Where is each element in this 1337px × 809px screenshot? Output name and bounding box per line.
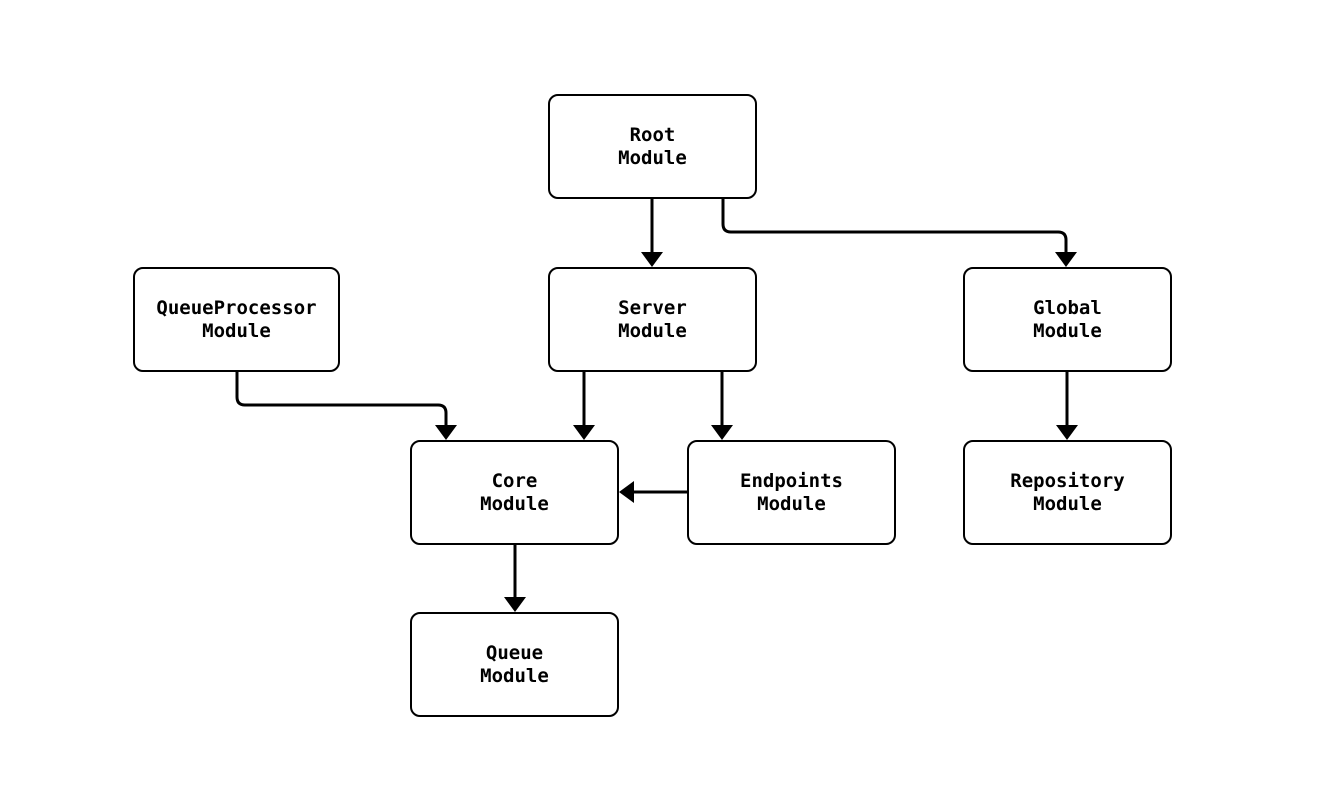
node-repository-module: Repository Module <box>963 440 1172 545</box>
node-endpoints-module-label: Endpoints Module <box>740 469 843 515</box>
node-server-module: Server Module <box>548 267 757 372</box>
arrowhead-icon <box>504 597 526 612</box>
node-endpoints-module: Endpoints Module <box>687 440 896 545</box>
node-queue-module: Queue Module <box>410 612 619 717</box>
edge-queueprocessor-to-core <box>235 372 457 440</box>
node-queueprocessor-module: QueueProcessor Module <box>133 267 340 372</box>
node-queue-module-label: Queue Module <box>480 641 549 687</box>
edge-endpoints-to-core <box>619 481 687 503</box>
arrowhead-icon <box>1055 252 1077 267</box>
arrowhead-icon <box>641 252 663 267</box>
edge-global-to-repository <box>1056 372 1078 440</box>
arrowhead-icon <box>1056 425 1078 440</box>
arrowhead-icon <box>619 481 634 503</box>
edge-root-to-global <box>721 199 1077 267</box>
node-global-module: Global Module <box>963 267 1172 372</box>
arrowhead-icon <box>711 425 733 440</box>
node-global-module-label: Global Module <box>1033 296 1102 342</box>
node-repository-module-label: Repository Module <box>1010 469 1125 515</box>
node-core-module: Core Module <box>410 440 619 545</box>
node-root-module: Root Module <box>548 94 757 199</box>
edge-core-to-queue <box>504 545 526 612</box>
node-core-module-label: Core Module <box>480 469 549 515</box>
edge-root-to-server <box>641 199 663 267</box>
edge-server-to-core <box>573 372 595 440</box>
arrowhead-icon <box>573 425 595 440</box>
node-queueprocessor-module-label: QueueProcessor Module <box>156 296 317 342</box>
node-server-module-label: Server Module <box>618 296 687 342</box>
node-root-module-label: Root Module <box>618 123 687 169</box>
edge-server-to-endpoints <box>711 372 733 440</box>
arrowhead-icon <box>435 425 457 440</box>
